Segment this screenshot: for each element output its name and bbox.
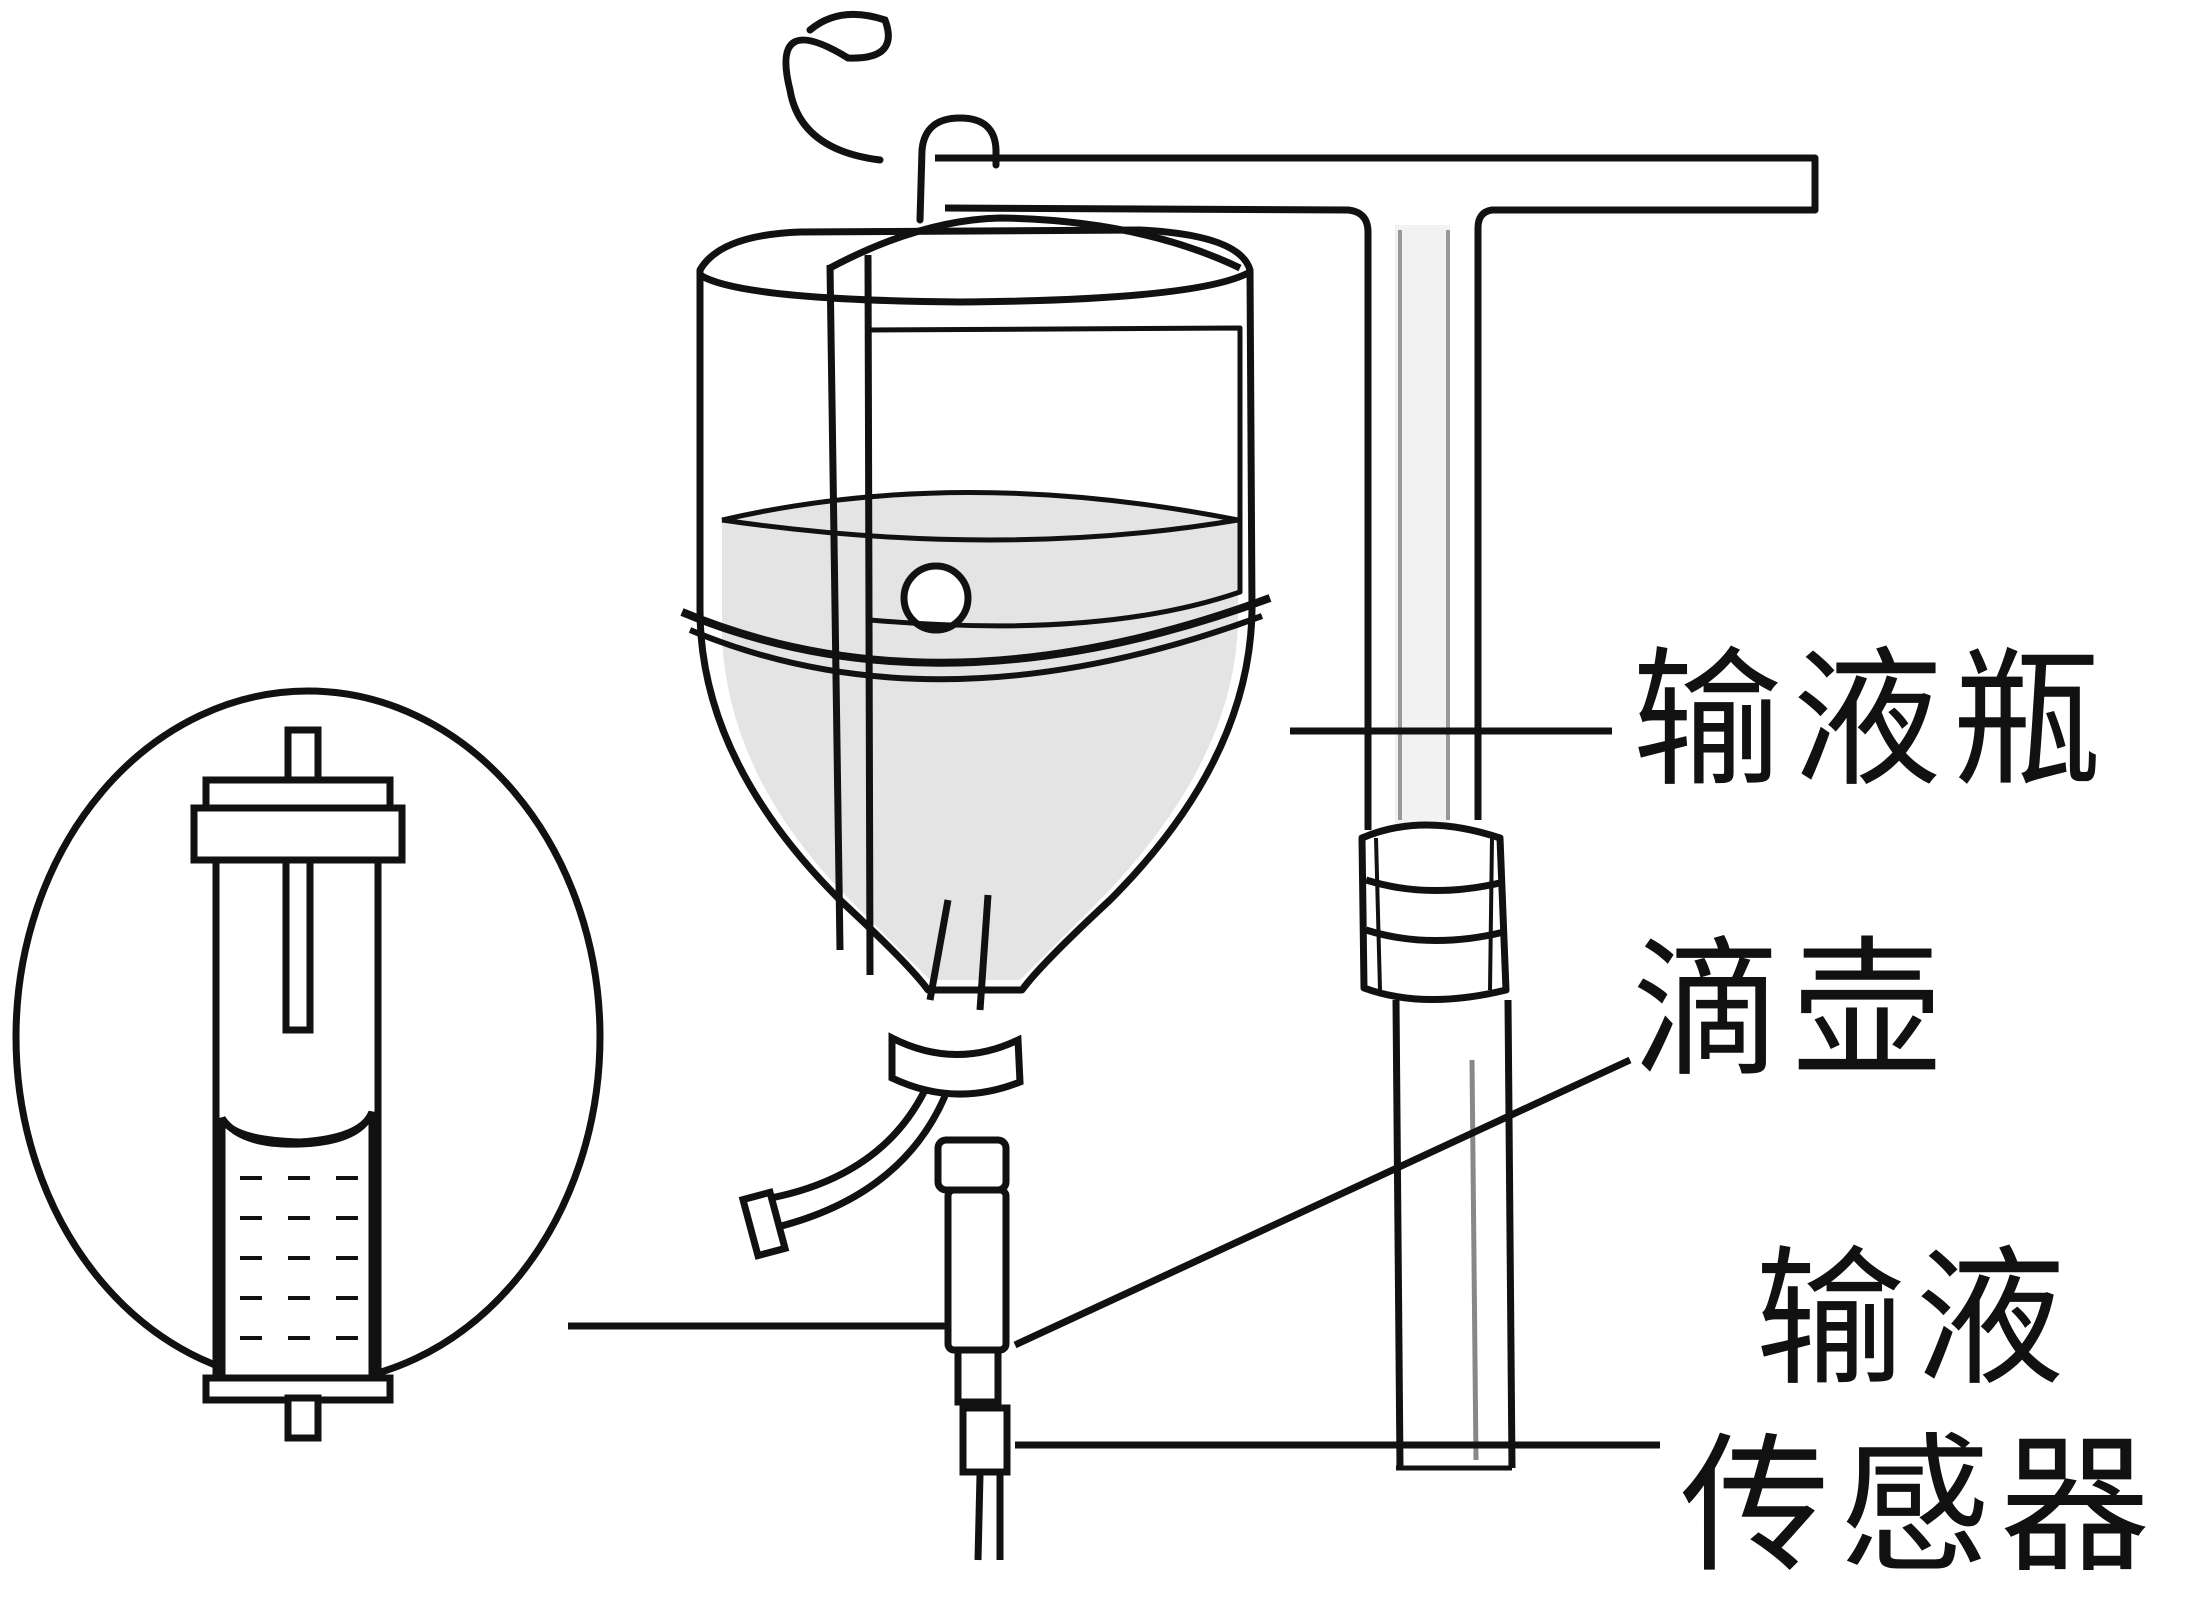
bottle-label-panel	[869, 325, 1243, 629]
bottle-body	[696, 226, 1256, 994]
inset-liquid-dashes	[240, 1176, 358, 1340]
leader-drip	[1013, 1056, 1632, 1349]
air-tube	[759, 1088, 929, 1204]
cage-band	[680, 594, 1272, 667]
bottle-label-circle	[900, 562, 972, 634]
label-drip-chamber: 滴壶	[1632, 924, 1953, 1098]
air-vent-cap	[738, 1188, 790, 1260]
pole-lower-left	[1392, 999, 1404, 1469]
leader-lines	[568, 727, 1660, 1449]
neck-cap	[888, 1032, 1024, 1098]
magnified-inset	[12, 687, 604, 1442]
hanger-ring	[916, 114, 1000, 224]
iv-pole	[935, 154, 1819, 1471]
drip-connector	[934, 1136, 1010, 1194]
inset-cap-lip	[190, 804, 406, 864]
label-infusion-sensor-line1: 输液	[1755, 1233, 2076, 1407]
pole-crossbar	[935, 154, 1819, 820]
inset-drip-needle	[282, 856, 314, 1034]
outlet-tube	[974, 1474, 1004, 1561]
hanger-hook	[782, 10, 1000, 224]
label-infusion-sensor-line2: 传感器	[1680, 1420, 2161, 1594]
bottle-liquid	[722, 495, 1238, 980]
drip-chamber	[944, 1186, 1010, 1354]
inset-liquid-surface	[219, 1110, 376, 1148]
infusion-sensor	[959, 1404, 1011, 1476]
drip-lower-body	[954, 1346, 1002, 1406]
cage-strap-right	[864, 254, 874, 976]
pole-crossbar-lower	[944, 204, 1372, 830]
bottle-top-rim	[698, 268, 1252, 306]
cage-strap-left	[826, 264, 844, 951]
air-vent-needle	[926, 899, 952, 1001]
inset-bottom-stem	[284, 1394, 322, 1442]
pole-clamp	[1358, 821, 1510, 1004]
drip-chamber-assembly	[934, 1136, 1011, 1561]
pole-lower-right	[1504, 999, 1516, 1469]
infusion-bottle	[680, 214, 1272, 994]
pole-glass-shine	[1395, 225, 1450, 825]
bottle-neck	[738, 894, 1024, 1260]
cage-top-strap	[828, 214, 1242, 272]
label-infusion-bottle: 输液瓶	[1632, 634, 2113, 808]
